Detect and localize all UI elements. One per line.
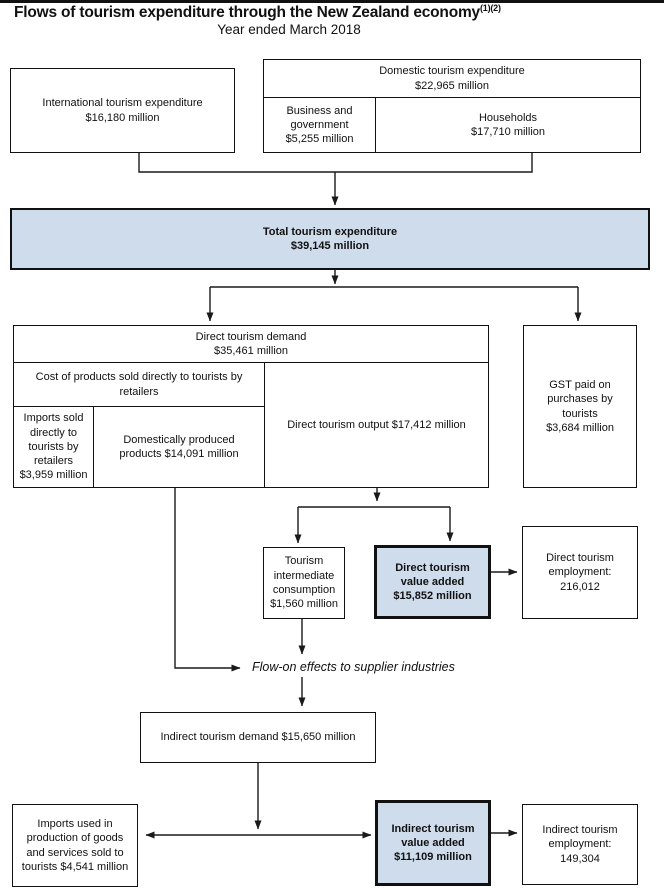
indirect-demand-text: Indirect tourism demand $15,650 million [160,730,355,744]
domestically-produced-cell: Domestically produced products $14,091 m… [94,407,264,487]
households-value: $17,710 million [471,126,545,138]
intermediate-consumption-label: Tourism intermediate consumption [272,555,336,596]
direct-output-cell: Direct tourism output $17,412 million [265,363,488,487]
domestically-produced-label: Domestically produced products [119,433,235,460]
direct-demand-value: $35,461 million [214,345,288,357]
indirect-employment-value: 149,304 [560,852,600,865]
imports-sold-retailers-label: Imports sold directly to tourists by ret… [23,412,84,468]
imports-production-box: Imports used in production of goods and … [12,804,138,887]
business-government-cell: Business and government $5,255 million [264,98,376,152]
page-subtitle: Year ended March 2018 [217,22,361,37]
direct-value-added-box: Direct tourism value added $15,852 milli… [374,545,491,619]
page-title: Flows of tourism expenditure through the… [14,3,501,22]
indirect-employment-box: Indirect tourism employment: 149,304 [522,804,638,885]
imports-production-value: $4,541 million [60,860,129,873]
domestically-produced-value: $14,091 million [164,448,239,460]
indirect-value-added-value: $11,109 million [394,851,472,864]
international-expenditure-box: International tourism expenditure $16,18… [10,68,235,153]
direct-employment-value: 216,012 [560,580,600,593]
direct-value-added-label: Direct tourism value added [395,561,470,588]
imports-production-label: Imports used in production of goods and … [21,817,124,873]
cost-of-products-label: Cost of products sold directly to touris… [35,371,243,398]
indirect-employment-label: Indirect tourism employment: [542,824,618,851]
imports-sold-retailers-value: $3,959 million [19,469,88,482]
wire-top-join [138,153,533,173]
indirect-demand-label: Indirect tourism demand [160,731,279,744]
direct-output-text: Direct tourism output $17,412 million [287,418,466,432]
direct-value-added-value: $15,852 million [393,590,472,603]
gst-label: GST paid on purchases by tourists [547,378,613,420]
domestic-expenditure-box: Domestic tourism expenditure $22,965 mil… [263,59,641,153]
business-government-label: Business and government [286,104,353,131]
direct-output-value: $17,412 million [391,418,466,431]
direct-demand-header: Direct tourism demand $35,461 million [14,326,488,363]
international-expenditure-label: International tourism expenditure [42,97,203,110]
domestically-produced-text: Domestically produced products $14,091 m… [108,433,250,462]
business-government-value: $5,255 million [285,133,354,146]
direct-demand-box: Direct tourism demand $35,461 million Co… [13,325,489,488]
imports-sold-retailers-cell: Imports sold directly to tourists by ret… [14,407,94,487]
direct-employment-label: Direct tourism employment: [546,552,614,579]
intermediate-consumption-value: $1,560 million [270,598,338,611]
gst-box: GST paid on purchases by tourists $3,684… [523,325,637,488]
gst-value: $3,684 million [546,421,614,434]
wire-domestic-elbow [174,488,241,672]
total-expenditure-label: Total tourism expenditure [262,225,398,238]
direct-demand-label: Direct tourism demand [195,330,307,343]
direct-employment-box: Direct tourism employment: 216,012 [522,526,638,619]
direct-output-label: Direct tourism output [287,418,389,431]
intermediate-consumption-box: Tourism intermediate consumption $1,560 … [263,547,345,619]
international-expenditure-value: $16,180 million [85,111,160,124]
top-border-line [0,0,664,3]
total-expenditure-value: $39,145 million [290,240,370,252]
households-label: Households [478,111,538,124]
domestic-expenditure-label: Domestic tourism expenditure [379,65,525,78]
retail-cost-column: Cost of products sold directly to touris… [14,363,265,487]
indirect-demand-value: $15,650 million [281,731,356,744]
indirect-value-added-label: Indirect tourism value added [391,822,475,849]
households-cell: Households $17,710 million [376,98,640,152]
cost-of-products-cell: Cost of products sold directly to touris… [14,363,264,407]
domestic-expenditure-value: $22,965 million [415,79,489,92]
indirect-demand-box: Indirect tourism demand $15,650 million [140,712,376,763]
imports-production-text: Imports used in production of goods and … [17,817,133,874]
indirect-value-added-box: Indirect tourism value added $11,109 mil… [375,800,491,886]
flow-on-effects-note: Flow-on effects to supplier industries [252,660,455,674]
domestic-expenditure-header: Domestic tourism expenditure $22,965 mil… [264,60,640,98]
page-title-text: Flows of tourism expenditure through the… [14,4,480,22]
total-expenditure-box: Total tourism expenditure $39,145 millio… [10,208,650,270]
title-footnote-marker: (1)(2) [479,3,501,13]
